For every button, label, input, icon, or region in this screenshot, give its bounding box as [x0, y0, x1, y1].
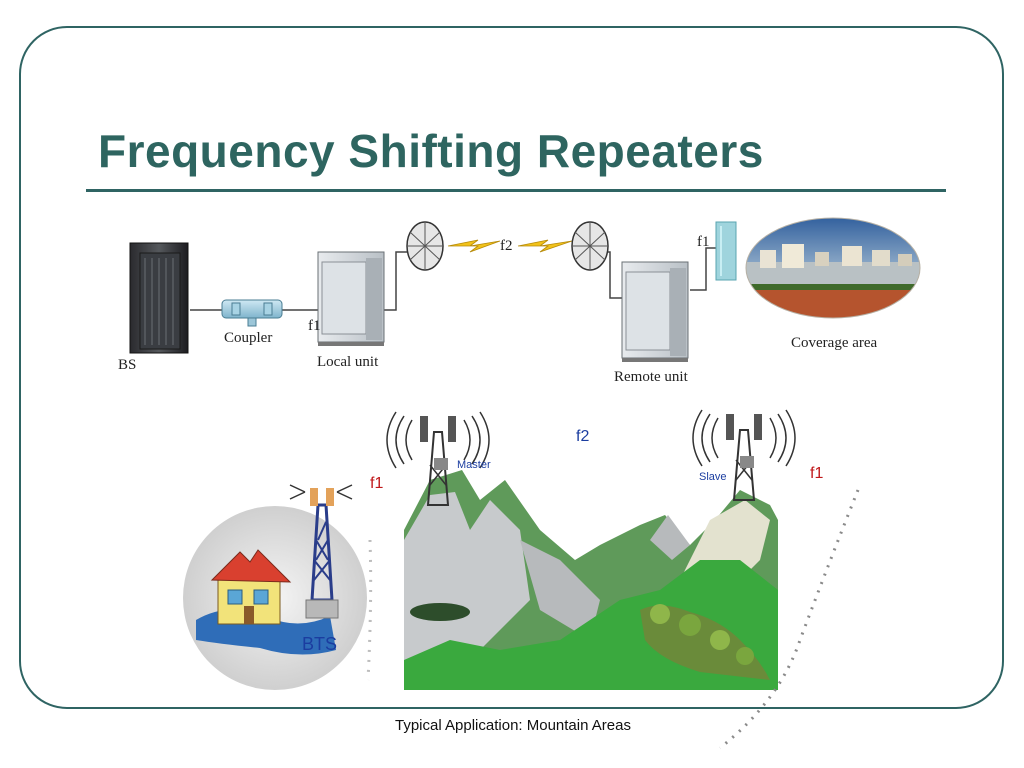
- slave-side-freq: f1: [810, 465, 824, 482]
- slide-title: Frequency Shifting Repeaters: [98, 125, 764, 177]
- coverage-oval-border: [745, 217, 921, 319]
- panel-antenna: [715, 221, 737, 281]
- signal-arc-right: [719, 489, 860, 750]
- remote-freq-label: f1: [697, 234, 710, 250]
- figure-caption: Typical Application: Mountain Areas: [395, 717, 631, 734]
- mountain-link-freq: f2: [576, 428, 590, 445]
- remote-unit-label: Remote unit: [614, 369, 688, 385]
- coverage-area-image: [746, 218, 920, 318]
- local-unit-cabinet: [317, 251, 385, 346]
- remote-unit-cabinet: [621, 261, 689, 362]
- coupler-label: Coupler: [224, 330, 273, 346]
- local-freq-label: f1: [308, 318, 321, 334]
- slide-frame: [19, 26, 1004, 709]
- bts-label: BTS: [302, 634, 338, 654]
- bts-side-freq: f1: [370, 475, 384, 492]
- mountain-landscape: [404, 470, 778, 690]
- slave-label: Slave: [699, 471, 727, 483]
- right-dish-antenna: [571, 221, 609, 271]
- title-underline: [86, 189, 946, 192]
- bs-cabinet: [129, 242, 189, 354]
- link-freq-label: f2: [500, 238, 513, 254]
- bts-tower: [289, 484, 353, 619]
- coupler-device: [221, 299, 283, 327]
- master-tower: [386, 411, 490, 506]
- slave-tower: [692, 409, 796, 501]
- coverage-area-label: Coverage area: [791, 335, 878, 351]
- local-unit-label: Local unit: [317, 354, 379, 370]
- master-label: Master: [457, 459, 491, 471]
- bs-label: BS: [118, 357, 137, 373]
- left-dish-antenna: [406, 221, 444, 271]
- signal-arc-left: [366, 539, 373, 681]
- bts-area: [183, 506, 367, 690]
